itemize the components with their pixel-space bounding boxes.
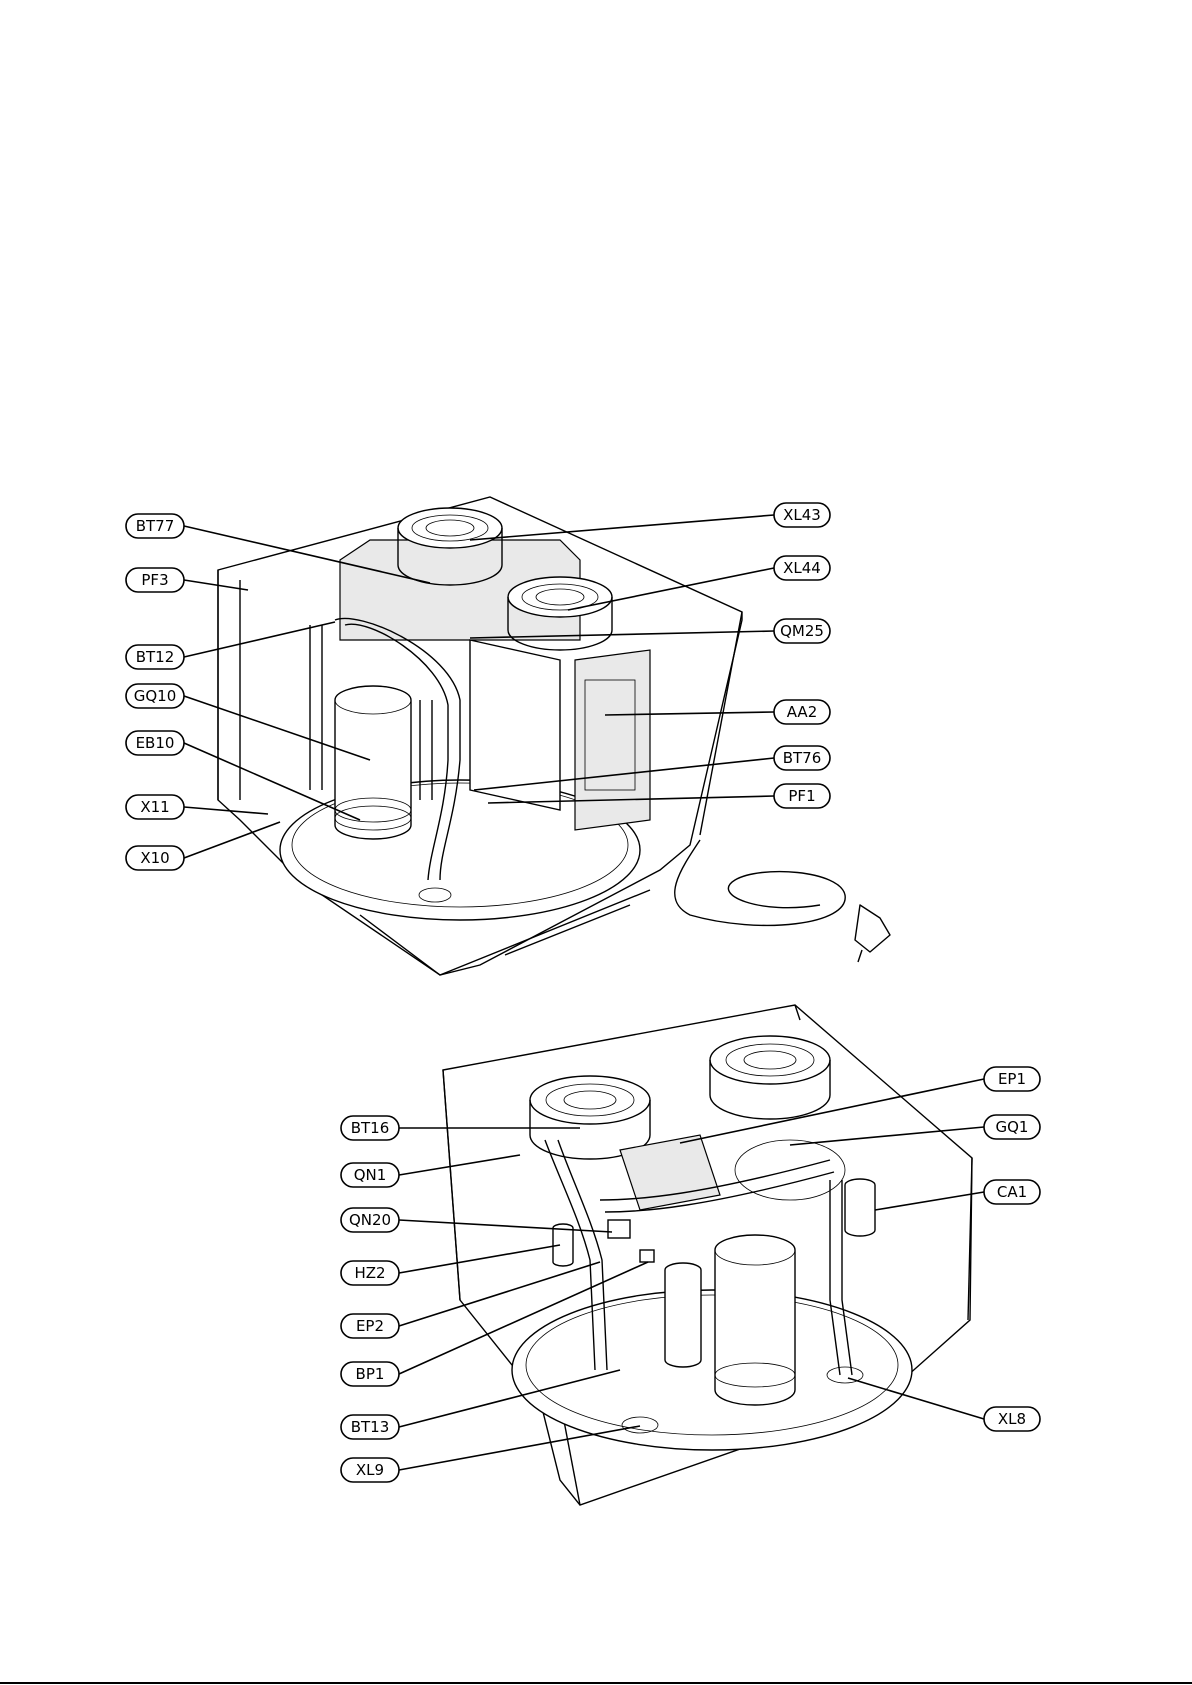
callout-XL44: XL44 [774, 556, 830, 580]
callout-label: EB10 [136, 734, 175, 752]
callout-label: BT12 [136, 648, 175, 666]
callout-BT12: BT12 [126, 645, 184, 669]
callout-label: PF3 [141, 571, 168, 589]
callout-X10: X10 [126, 846, 184, 870]
callout-label: GQ10 [134, 687, 177, 705]
callout-GQ1: GQ1 [984, 1115, 1040, 1139]
callout-BT76: BT76 [774, 746, 830, 770]
callout-label: XL44 [783, 559, 821, 577]
callout-XL9: XL9 [341, 1458, 399, 1482]
callout-PF3: PF3 [126, 568, 184, 592]
callout-label: GQ1 [996, 1118, 1029, 1136]
callout-label: CA1 [997, 1183, 1027, 1201]
callout-EB10: EB10 [126, 731, 184, 755]
callout-XL8: XL8 [984, 1407, 1040, 1431]
callout-label: HZ2 [354, 1264, 385, 1282]
lower-heat-pump-unit [443, 1005, 972, 1505]
callout-QN20: QN20 [341, 1208, 399, 1232]
callout-label: QM25 [780, 622, 824, 640]
callout-label: XL8 [998, 1410, 1026, 1428]
callout-AA2: AA2 [774, 700, 830, 724]
callout-label: BT16 [351, 1119, 390, 1137]
callout-XL43: XL43 [774, 503, 830, 527]
callout-label: PF1 [788, 787, 815, 805]
callout-label: EP1 [998, 1070, 1026, 1088]
callout-QN1: QN1 [341, 1163, 399, 1187]
callout-label: BT76 [783, 749, 822, 767]
callout-label: X11 [140, 798, 169, 816]
callout-label: QN20 [349, 1211, 391, 1229]
callout-BT77: BT77 [126, 514, 184, 538]
callout-BP1: BP1 [341, 1362, 399, 1386]
callout-PF1: PF1 [774, 784, 830, 808]
callout-EP2: EP2 [341, 1314, 399, 1338]
callout-GQ10: GQ10 [126, 684, 184, 708]
callout-label: BP1 [356, 1365, 385, 1383]
callout-BT16: BT16 [341, 1116, 399, 1140]
callout-label: BT77 [136, 517, 175, 535]
callout-label: EP2 [356, 1317, 384, 1335]
callout-label: BT13 [351, 1418, 390, 1436]
callout-HZ2: HZ2 [341, 1261, 399, 1285]
callout-QM25: QM25 [774, 619, 830, 643]
callout-BT13: BT13 [341, 1415, 399, 1439]
callout-label: X10 [140, 849, 169, 867]
callout-EP1: EP1 [984, 1067, 1040, 1091]
callout-label: XL43 [783, 506, 821, 524]
callout-CA1: CA1 [984, 1180, 1040, 1204]
callout-label: QN1 [354, 1166, 387, 1184]
callout-label: XL9 [356, 1461, 384, 1479]
callout-X11: X11 [126, 795, 184, 819]
callout-label: AA2 [787, 703, 817, 721]
